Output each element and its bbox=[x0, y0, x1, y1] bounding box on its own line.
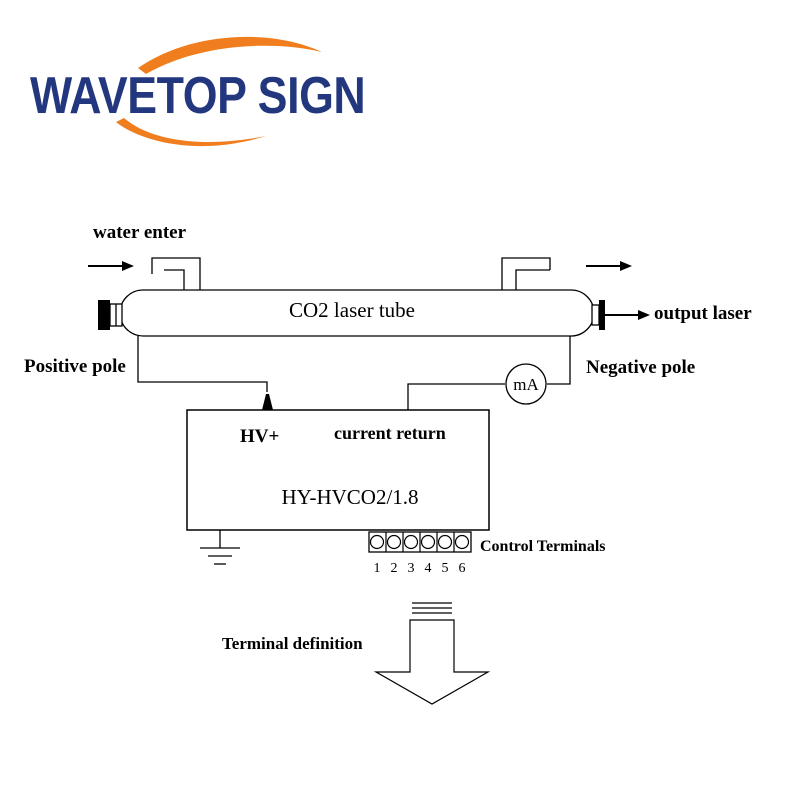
control-terminals-label: Control Terminals bbox=[480, 538, 606, 555]
logo-swoosh-icon bbox=[116, 36, 322, 147]
milliammeter-icon bbox=[505, 363, 547, 405]
model-label: HY-HVCO2/1.8 bbox=[281, 485, 418, 509]
hv-plus-connector-icon bbox=[262, 394, 273, 410]
hv-plus-label: HV+ bbox=[240, 426, 279, 447]
terminal-definition-label: Terminal definition bbox=[222, 634, 363, 653]
terminal-number: 1 bbox=[374, 561, 381, 576]
terminal-number: 4 bbox=[425, 561, 432, 576]
terminal-screw bbox=[437, 532, 455, 552]
negative-end-cap-icon bbox=[591, 300, 605, 330]
water-inlet-pipe-inner bbox=[164, 269, 185, 292]
laser-tube-label: CO2 laser tube bbox=[289, 298, 415, 322]
terminal-number: 5 bbox=[442, 561, 449, 576]
terminal-screw bbox=[454, 534, 470, 550]
terminal-screw bbox=[420, 532, 438, 552]
water-outlet-pipe-inner bbox=[515, 269, 550, 292]
current-return-label: current return bbox=[334, 423, 446, 443]
terminal-screw bbox=[369, 532, 387, 552]
terminal-screw bbox=[403, 532, 421, 552]
water-out-arrow-icon bbox=[586, 261, 632, 271]
output-laser-label: output laser bbox=[654, 303, 752, 324]
positive-pole-label: Positive pole bbox=[24, 356, 126, 377]
terminal-definition-label-bg bbox=[220, 631, 406, 653]
return-wire bbox=[407, 383, 505, 410]
milliammeter-label: mA bbox=[513, 375, 539, 394]
ground-icon bbox=[200, 530, 240, 565]
water-outlet-pipe bbox=[501, 257, 551, 292]
negative-pole-label: Negative pole bbox=[586, 357, 695, 378]
wavetop-logo: WAVETOP SIGN bbox=[20, 18, 400, 148]
water-inlet-pipe bbox=[151, 257, 201, 292]
positive-end-cap-icon bbox=[98, 300, 123, 330]
negative-wire bbox=[547, 336, 571, 385]
terminal-number: 2 bbox=[391, 561, 398, 576]
logo-text: WAVETOP SIGN bbox=[30, 67, 366, 125]
logo-bottom-swoosh bbox=[116, 118, 266, 147]
power-supply-box bbox=[186, 409, 490, 531]
terminal-number: 6 bbox=[459, 561, 466, 576]
logo-top-swoosh bbox=[138, 36, 322, 74]
terminal-screw bbox=[386, 532, 404, 552]
positive-wire bbox=[137, 336, 268, 392]
water-enter-label: water enter bbox=[93, 222, 187, 243]
terminal-definition-arrow-icon bbox=[373, 602, 491, 705]
water-in-arrow-icon bbox=[88, 261, 134, 271]
terminal-number: 3 bbox=[408, 561, 415, 576]
output-laser-arrow-icon bbox=[605, 310, 650, 320]
control-terminal-block bbox=[368, 531, 472, 553]
